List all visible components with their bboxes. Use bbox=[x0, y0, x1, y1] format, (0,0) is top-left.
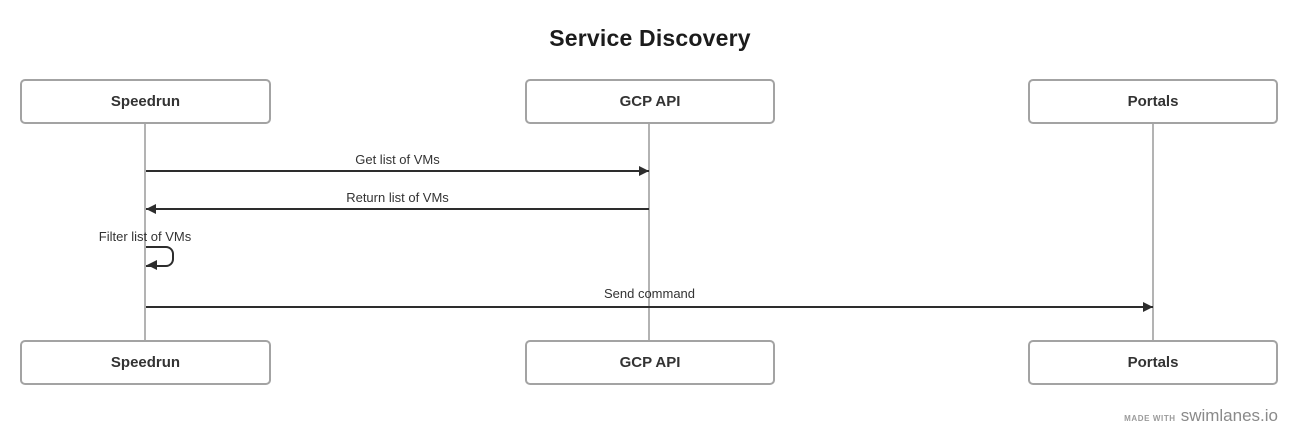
footer: MADE WITH swimlanes.io bbox=[1124, 406, 1278, 426]
self-message-loop bbox=[146, 246, 174, 267]
lifeline-gcp-api bbox=[648, 124, 650, 340]
lifeline-speedrun bbox=[144, 124, 146, 340]
actor-label: Speedrun bbox=[110, 354, 181, 371]
actor-label: GCP API bbox=[619, 354, 681, 371]
actor-box-speedrun-bottom: Speedrun bbox=[20, 340, 271, 385]
lifeline-portals bbox=[1152, 124, 1154, 340]
made-with-label: MADE WITH bbox=[1124, 414, 1176, 423]
arrowhead-right-icon bbox=[1143, 302, 1153, 312]
page-title: Service Discovery bbox=[549, 25, 751, 51]
actor-box-speedrun-top: Speedrun bbox=[20, 79, 271, 124]
actor-label: Portals bbox=[1127, 93, 1179, 110]
message-line bbox=[146, 208, 649, 210]
message-label-return-list: Return list of VMs bbox=[346, 190, 449, 205]
arrowhead-right-icon bbox=[639, 166, 649, 176]
swimlanes-brand-link[interactable]: swimlanes.io bbox=[1180, 406, 1278, 425]
actor-label: GCP API bbox=[619, 93, 681, 110]
actor-box-gcp-api-top: GCP API bbox=[525, 79, 775, 124]
actor-label: Portals bbox=[1127, 354, 1179, 371]
arrowhead-left-icon bbox=[146, 204, 156, 214]
message-line bbox=[146, 306, 1153, 308]
arrowhead-left-icon bbox=[147, 260, 157, 270]
message-label-get-list: Get list of VMs bbox=[355, 152, 440, 167]
actor-box-portals-top: Portals bbox=[1028, 79, 1278, 124]
message-label-filter-list: Filter list of VMs bbox=[98, 229, 192, 244]
message-label-send-command: Send command bbox=[603, 286, 696, 301]
message-line bbox=[146, 170, 649, 172]
actor-box-portals-bottom: Portals bbox=[1028, 340, 1278, 385]
actor-box-gcp-api-bottom: GCP API bbox=[525, 340, 775, 385]
actor-label: Speedrun bbox=[110, 93, 181, 110]
